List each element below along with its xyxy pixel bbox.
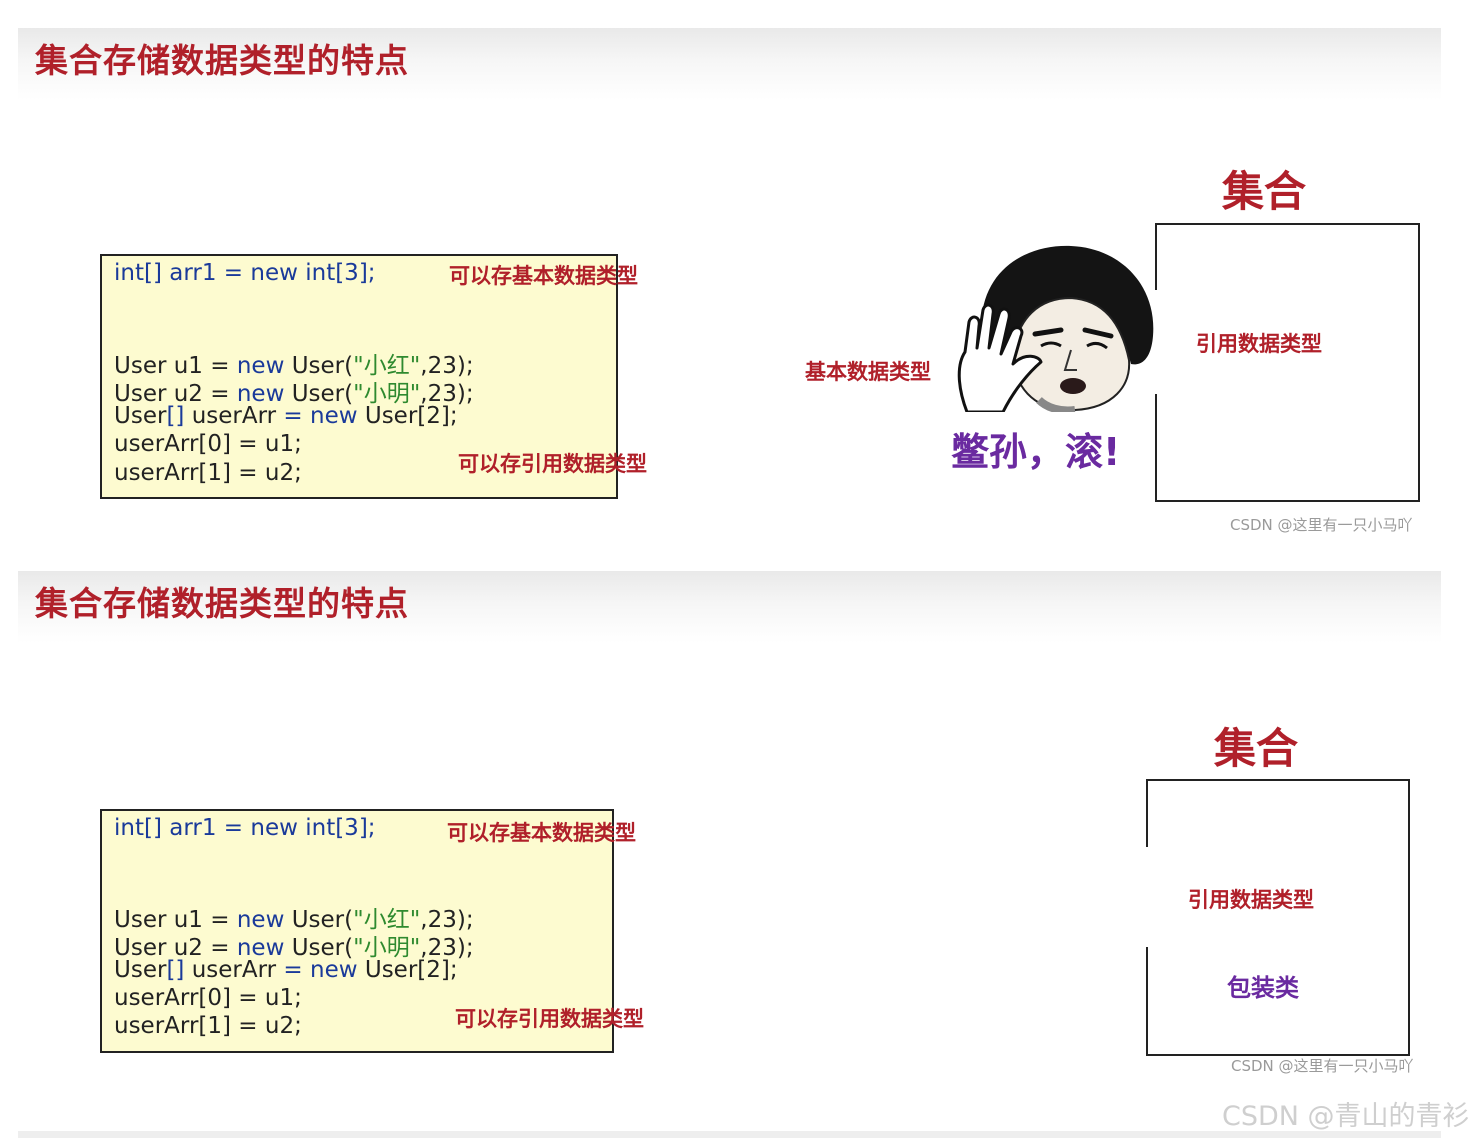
code-string: "小红" — [353, 907, 421, 933]
code-line-2: User u1 = new User("小红",23); — [114, 346, 474, 380]
code-keyword: new — [236, 907, 285, 933]
code-line-6: userArr[1] = u2; — [114, 1013, 302, 1039]
slide-watermark: CSDN @这里有一只小马吖 — [1230, 516, 1413, 534]
code-text: userArr — [184, 403, 284, 429]
code-keyword: = new — [283, 403, 358, 429]
meme-caption: 鳖孙，滚! — [951, 430, 1121, 474]
code-keyword: new — [236, 935, 285, 961]
code-keyword: = new — [283, 957, 358, 983]
code-string: "小明" — [353, 935, 421, 961]
box-label-wrapper-classes: 包装类 — [1227, 974, 1299, 1002]
code-text: User[2]; — [357, 403, 458, 429]
code-text: User u2 = — [114, 381, 237, 407]
slide-title: 集合存储数据类型的特点 — [35, 584, 409, 623]
slide-title: 集合存储数据类型的特点 — [35, 41, 409, 80]
code-line-1: int[] arr1 = new int[3]; — [114, 260, 376, 286]
slide-watermark: CSDN @这里有一只小马吖 — [1231, 1057, 1414, 1075]
code-line-4: User[] userArr = new User[2]; — [114, 957, 458, 983]
code-text: userArr — [184, 957, 284, 983]
code-text: User( — [284, 935, 354, 961]
code-keyword: [] — [166, 403, 185, 429]
note-basic-types: 可以存基本数据类型 — [449, 264, 638, 288]
title-band — [18, 571, 1441, 643]
code-line-6: userArr[1] = u2; — [114, 460, 302, 486]
code-keyword: new — [236, 353, 285, 379]
slide-2: 集合存储数据类型的特点 int[] arr1 = new int[3]; Use… — [18, 571, 1441, 1091]
code-string: "小红" — [353, 353, 421, 379]
collection-title: 集合 — [1214, 724, 1299, 773]
collection-box-opening — [1144, 847, 1152, 947]
code-text: User( — [284, 353, 354, 379]
code-text: User — [114, 957, 167, 983]
code-text: User[2]; — [357, 957, 458, 983]
code-box: int[] arr1 = new int[3]; User u1 = new U… — [100, 254, 618, 499]
code-text: ,23); — [420, 381, 474, 407]
collection-box — [1155, 223, 1420, 502]
basic-type-label: 基本数据类型 — [805, 360, 931, 384]
code-text: User u1 = — [114, 907, 237, 933]
note-basic-types: 可以存基本数据类型 — [447, 821, 636, 845]
collection-title: 集合 — [1222, 167, 1307, 216]
code-line-3: User u2 = new User("小明",23); — [114, 928, 474, 962]
code-text: ,23); — [420, 935, 474, 961]
code-line-1: int[] arr1 = new int[3]; — [114, 815, 376, 841]
collection-box-opening — [1153, 290, 1161, 394]
page-watermark: CSDN @青山的青衫 — [1222, 1101, 1470, 1132]
code-text: User — [114, 403, 167, 429]
code-keyword: new — [236, 381, 285, 407]
box-label-reference-types: 引用数据类型 — [1188, 888, 1314, 912]
code-keyword: [] — [166, 957, 185, 983]
code-line-5: userArr[0] = u1; — [114, 985, 302, 1011]
code-text: ,23); — [420, 353, 474, 379]
slide-1: 集合存储数据类型的特点 int[] arr1 = new int[3]; Use… — [18, 28, 1441, 558]
code-line-4: User[] userArr = new User[2]; — [114, 403, 458, 429]
title-band — [18, 28, 1441, 100]
note-reference-types: 可以存引用数据类型 — [455, 1007, 644, 1031]
code-line-3: User u2 = new User("小明",23); — [114, 374, 474, 408]
code-line-2: User u1 = new User("小红",23); — [114, 900, 474, 934]
meme-icon — [943, 236, 1163, 415]
next-slide-edge — [18, 1131, 1441, 1138]
code-text: User( — [284, 907, 354, 933]
code-text: User u2 = — [114, 935, 237, 961]
code-line-5: userArr[0] = u1; — [114, 431, 302, 457]
code-text: User u1 = — [114, 353, 237, 379]
collection-box — [1146, 779, 1410, 1056]
code-string: "小明" — [353, 381, 421, 407]
code-text: User( — [284, 381, 354, 407]
code-box: int[] arr1 = new int[3]; User u1 = new U… — [100, 809, 614, 1053]
box-label-reference-types: 引用数据类型 — [1196, 332, 1322, 356]
code-text: ,23); — [420, 907, 474, 933]
note-reference-types: 可以存引用数据类型 — [458, 452, 647, 476]
